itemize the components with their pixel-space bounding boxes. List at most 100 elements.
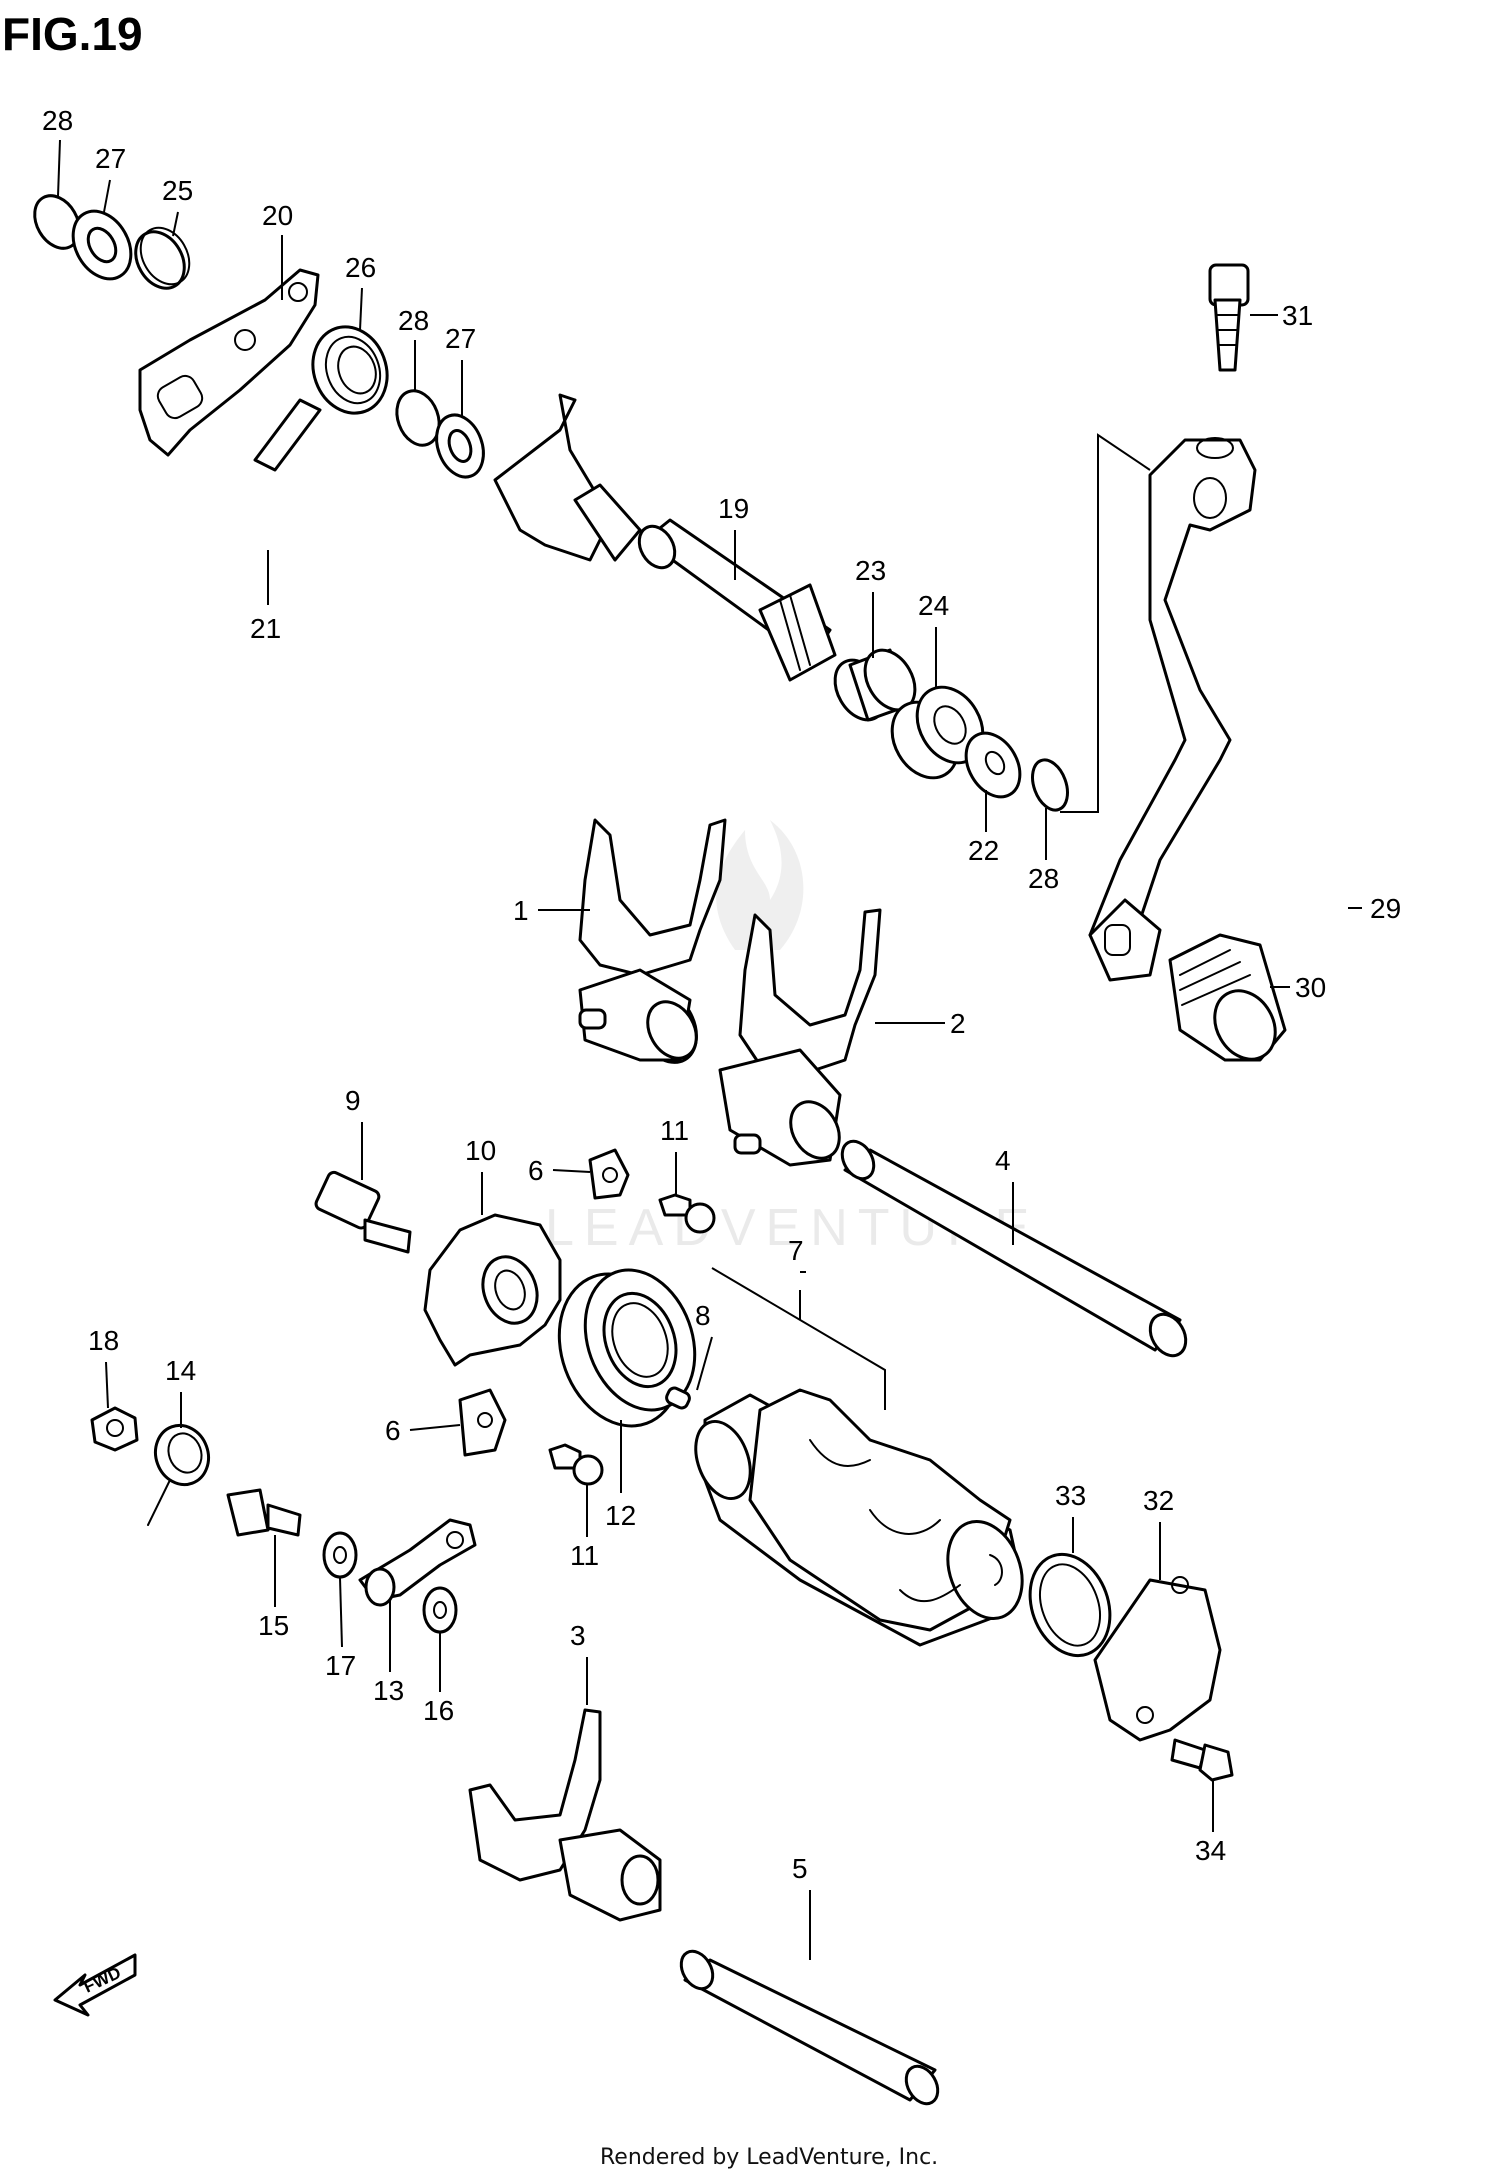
callout-13: 13 [373,1600,404,1706]
leader-line [359,287,363,331]
callout-31: 31 [1250,300,1313,331]
part-24-oil-seal [890,685,985,780]
callout-29: 29 [1348,893,1401,924]
callout-label: 28 [1028,863,1059,894]
callout-label: 30 [1295,972,1326,1003]
callout-label: 7 [788,1235,804,1266]
callout-34: 34 [1195,1780,1226,1866]
callout-label: 18 [88,1325,119,1356]
callout-4: 4 [995,1145,1014,1245]
callout-25: 25 [162,175,193,237]
callout-7: 7 [788,1235,806,1273]
callout-label: 24 [918,590,949,621]
part-18-nut [90,1406,139,1452]
callout-label: 16 [423,1695,454,1726]
callout-28: 28 [42,105,73,197]
callout-24: 24 [918,590,949,688]
part-10-gearshift-cam-driven-gear [423,1213,562,1367]
callout-label: 28 [42,105,73,136]
callout-label: 2 [950,1008,966,1039]
figure-title: FIG.19 [2,8,143,60]
callout-label: 29 [1370,893,1401,924]
part-15-bolt [226,1488,302,1537]
part-27-washer-top [71,209,133,281]
part-30-footpeg-rubber [1168,933,1287,1062]
leader-line [57,139,61,197]
callout-23: 23 [855,555,886,658]
part-28-circlip-upper [395,389,441,447]
part-27-washer-upper [435,413,485,479]
part-6-plate-upper [588,1148,630,1200]
callout-20: 20 [262,200,293,300]
callout-27: 27 [445,323,476,416]
callout-22: 22 [968,790,999,866]
fwd-arrow-icon: FWD [53,1953,137,2017]
part-22-washer [964,731,1022,799]
callout-11: 11 [570,1485,599,1571]
part-19-gearshift-shaft [493,393,837,682]
callout-label: 19 [718,493,749,524]
callout-label: 27 [95,143,126,174]
callout-2: 2 [875,1008,966,1039]
callout-label: 22 [968,835,999,866]
callout-18: 18 [88,1325,119,1409]
part-25-spring-top [134,226,191,290]
leader-line [552,1169,591,1173]
leader-line [696,1336,713,1391]
callout-9: 9 [345,1085,363,1180]
callout-label: 20 [262,200,293,231]
callout-label: 15 [258,1610,289,1641]
watermark-flame-icon [716,820,804,950]
part-7-gearshift-cam [694,1388,1024,1647]
part-14-spring [147,1423,210,1526]
callout-label: 8 [695,1300,711,1331]
callout-12: 12 [605,1420,636,1531]
part-6-plate-lower [458,1388,507,1457]
callout-label: 17 [325,1650,356,1681]
callout-layer: 2827252026282721193123242228293012491061… [42,105,1401,1960]
part-26-return-spring [253,325,389,472]
callout-label: 1 [513,895,529,926]
callout-33: 33 [1055,1480,1086,1553]
callout-15: 15 [258,1535,289,1641]
callout-label: 11 [570,1540,599,1571]
part-23-needle-bearing [833,648,917,722]
callout-5: 5 [792,1853,811,1960]
callout-label: 23 [855,555,886,586]
callout-label: 3 [570,1620,586,1651]
part-17-washer [322,1531,358,1579]
callout-label: 27 [445,323,476,354]
callout-19: 19 [718,493,749,580]
part-1-shift-fork [578,818,727,1064]
leader-line [172,211,179,237]
part-11-screw-upper [658,1193,716,1234]
callout-label: 28 [398,305,429,336]
leader-line [105,1361,109,1409]
part-33-o-ring [1028,1552,1112,1658]
callout-label: 33 [1055,1480,1086,1511]
callout-label: 5 [792,1853,808,1884]
callout-label: 9 [345,1085,361,1116]
part-9-pin [314,1170,412,1254]
callout-6: 6 [528,1155,591,1186]
callout-11: 11 [660,1115,689,1195]
part-16-washer [422,1586,458,1634]
callout-27: 27 [95,143,126,213]
lever-bracket-lines [1060,433,1151,813]
callout-17: 17 [325,1577,356,1681]
leader-line [409,1424,461,1431]
part-3-shift-fork [468,1708,662,1922]
part-5-shift-fork-shaft [679,1949,940,2106]
callout-label: 6 [385,1415,401,1446]
callout-6: 6 [385,1415,461,1446]
part-20-gearshift-cam-stopper [138,268,320,457]
part-11-screw-lower [548,1443,604,1486]
callout-1: 1 [513,895,590,926]
callout-label: 32 [1143,1485,1174,1516]
callout-28: 28 [398,305,429,392]
footer-credit: Rendered by LeadVenture, Inc. [600,2145,938,2170]
leader-line [339,1577,343,1648]
part-7-bracket-lines [711,1267,886,1410]
